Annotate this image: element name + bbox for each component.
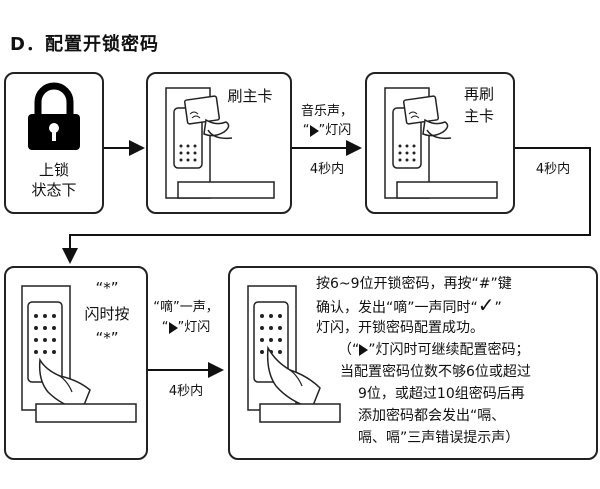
arrow2-led-quote-open: “	[302, 123, 310, 138]
step1-label-line2: 状态下	[31, 181, 77, 199]
step4-label: 闪时按	[84, 305, 130, 323]
step5-line2-close: ”	[494, 300, 502, 316]
step5-line1: 按6~9位开锁密码，再按“#”键	[316, 276, 512, 292]
step-locked-box: 上锁 状态下	[4, 72, 104, 214]
step-press-star-box: “*” 闪时按 “*”	[4, 266, 148, 460]
step3-label-line2: 主卡	[463, 107, 494, 125]
step5-line8: 嗝、嗝”三声错误提示声）	[358, 430, 520, 446]
lock-with-card-illustration	[384, 87, 498, 199]
step-enter-password-box: 按6~9位开锁密码，再按“#”键 确认，发出“嘀”一声同时“✓” 灯闪，开锁密码…	[228, 266, 598, 460]
step5-line7: 添加密码都会发出“嗝、	[358, 408, 506, 424]
arrow4-beep-label: “嘀”一声，	[153, 300, 219, 315]
step5-line4-open: （“	[338, 342, 360, 358]
lock-with-card-illustration	[165, 87, 275, 199]
arrow2-led-label: “ ”灯闪	[292, 119, 362, 138]
led-triangle-icon	[359, 344, 369, 356]
section-title: D．配置开锁密码	[10, 34, 159, 55]
arrow2-led-text: ”灯闪	[318, 123, 352, 138]
led-triangle-icon	[309, 124, 319, 137]
step2-label: 刷主卡	[227, 87, 273, 105]
step5-line4-text: ”灯闪时可继续配置密码；	[368, 342, 530, 358]
arrow4-led-text: ”灯闪	[177, 320, 211, 335]
step-swipe-card-box: 刷主卡	[146, 72, 292, 214]
step5-line2-text: 确认，发出“嘀”一声同时“	[316, 300, 478, 316]
padlock-icon	[28, 82, 80, 150]
step4-quote-bottom: “*”	[95, 329, 119, 347]
led-triangle-icon	[168, 321, 178, 334]
arrow4-led-quote-open: “	[161, 320, 169, 335]
arrow4-led-label: “ ”灯闪	[148, 316, 224, 335]
step-swipe-again-box: 再刷 主卡	[365, 72, 515, 214]
keypad-press-illustration	[21, 285, 137, 423]
step1-label-line1: 上锁	[38, 161, 69, 179]
arrow3-time-label: 4秒内	[535, 162, 571, 177]
arrow4-time-label: 4秒内	[168, 384, 204, 399]
arrow2-sound-label: 音乐声，	[300, 104, 353, 119]
step5-line6: 9位，或超过10组密码后再	[358, 386, 525, 402]
keypad-press-illustration	[247, 285, 341, 423]
step3-label-line1: 再刷	[463, 85, 494, 103]
step5-line3: 灯闪，开锁密码配置成功。	[316, 320, 484, 336]
step5-line2: 确认，发出“嘀”一声同时“✓”	[316, 293, 502, 318]
checkmark-icon: ✓	[477, 293, 495, 317]
step4-quote-top: “*”	[95, 279, 119, 297]
arrow-3-4	[62, 147, 591, 264]
step5-line5: 当配置密码位数不够6位或超过	[340, 364, 531, 380]
arrow2-time-label: 4秒内	[309, 162, 345, 177]
step5-line4: （“ ”灯闪时可继续配置密码；	[338, 340, 530, 360]
